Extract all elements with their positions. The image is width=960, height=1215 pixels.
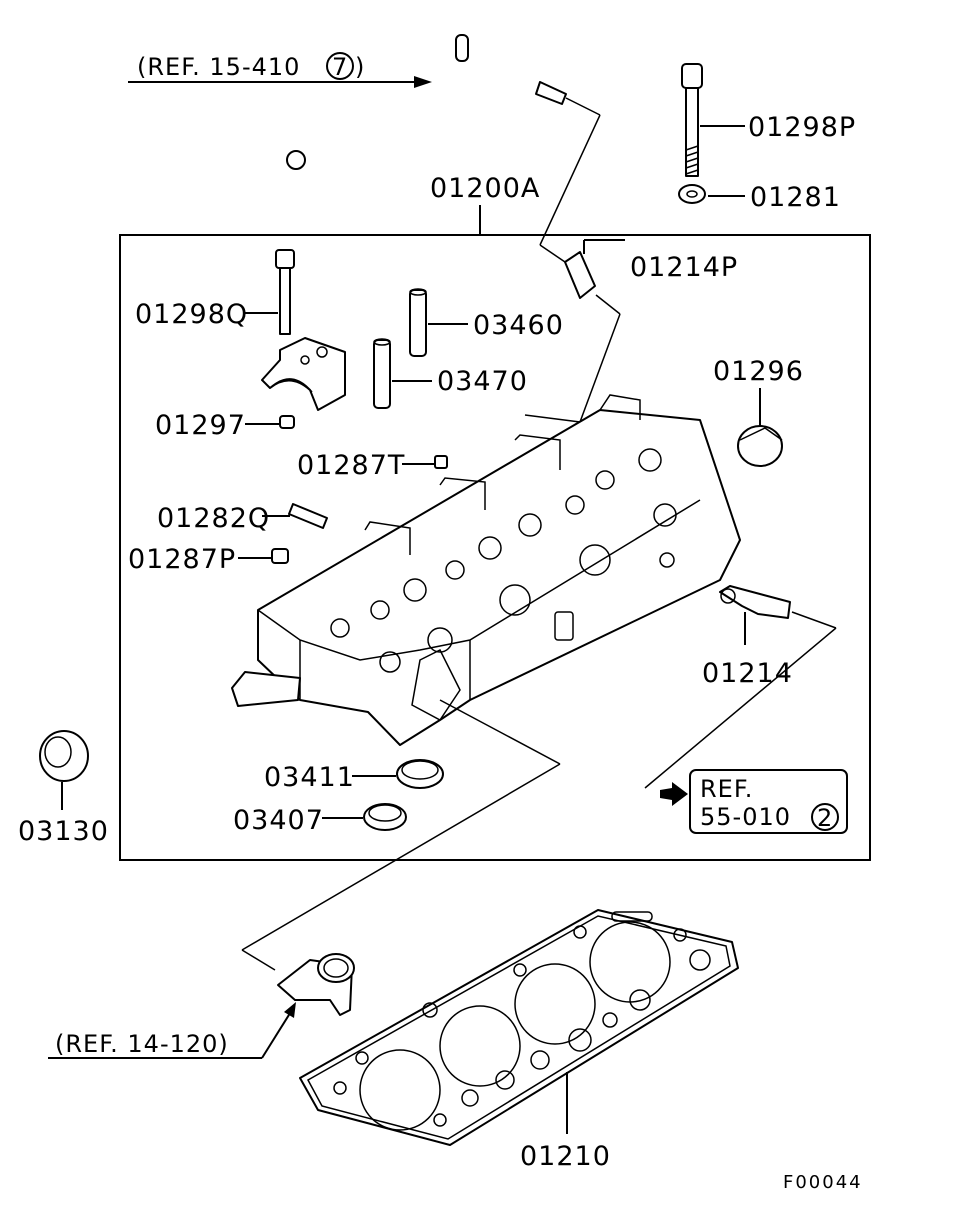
fuel-pipe-drawing	[286, 34, 601, 263]
ref-thermostat-arrow-line	[261, 1009, 293, 1059]
ref-fuel-pipe-number: 7	[332, 53, 348, 81]
thermostat-leader-2	[241, 763, 561, 951]
ref-thermostat-callout[interactable]: (REF. 14-120)	[48, 1002, 296, 1059]
label-01287P: 01287P	[128, 544, 236, 575]
part-01298Q[interactable]: 01298Q	[135, 249, 295, 335]
ref-fuel-pipe-callout[interactable]: (REF. 15-410 7 )	[128, 52, 432, 88]
ref-fuel-pipe-arrowhead	[414, 76, 432, 88]
part-01281[interactable]: 01281	[678, 182, 841, 213]
part-01296[interactable]: 01296	[713, 356, 804, 467]
label-01298Q: 01298Q	[135, 299, 248, 330]
ref-box-line2: 55-010	[700, 803, 791, 831]
part-01298P[interactable]: 01298P	[681, 63, 856, 177]
label-03407: 03407	[233, 805, 324, 836]
ref-box-arrow-icon	[660, 782, 688, 806]
ref-thermostat-text: (REF. 14-120)	[55, 1030, 229, 1058]
label-03470: 03470	[437, 366, 528, 397]
part-03130[interactable]: 03130	[18, 730, 109, 847]
ref-fuel-pipe-paren: )	[355, 53, 365, 81]
label-01297: 01297	[155, 410, 246, 441]
label-03411: 03411	[264, 762, 355, 793]
ref-box-circle	[811, 803, 839, 831]
label-01210: 01210	[520, 1141, 611, 1172]
part-03460[interactable]: 03460	[409, 288, 564, 357]
part-01210[interactable]: 01210	[299, 909, 739, 1172]
assembly-label[interactable]: 01200A	[430, 173, 540, 204]
thermostat-housing	[277, 953, 355, 1016]
label-01298P: 01298P	[748, 112, 856, 143]
part-01287P[interactable]: 01287P	[128, 544, 289, 575]
ref-55-010-callout[interactable]: REF. 55-010 2	[660, 769, 848, 834]
ref-thermostat-arrowhead	[284, 1002, 296, 1018]
thermostat-leader-1	[439, 699, 561, 765]
part-01297[interactable]: 01297	[155, 410, 295, 441]
figure-code: F00044	[783, 1172, 863, 1193]
part-03470[interactable]: 03470	[373, 338, 528, 409]
part-01287T[interactable]: 01287T	[297, 450, 448, 481]
label-01282Q: 01282Q	[157, 503, 270, 534]
bearing-cap[interactable]	[261, 337, 346, 411]
ref-fuel-pipe-text: (REF. 15-410	[137, 53, 300, 81]
cylinder-head[interactable]	[231, 394, 741, 746]
part-01214P[interactable]: 01214P	[524, 239, 738, 423]
label-01287T: 01287T	[297, 450, 405, 481]
ref-box-line1: REF.	[700, 775, 753, 803]
label-01214P: 01214P	[630, 252, 738, 283]
part-03411[interactable]: 03411	[264, 759, 444, 793]
thermostat-leader-3	[241, 949, 276, 971]
ref-box-number: 2	[817, 804, 833, 832]
label-03460: 03460	[473, 310, 564, 341]
part-03407[interactable]: 03407	[233, 803, 407, 836]
ref-fuel-pipe-circle	[326, 52, 354, 80]
label-01281: 01281	[750, 182, 841, 213]
part-01282Q[interactable]: 01282Q	[157, 503, 328, 534]
label-03130: 03130	[18, 816, 109, 847]
ref-box-frame	[689, 769, 848, 834]
assembly-frame	[119, 234, 871, 861]
label-01296: 01296	[713, 356, 804, 387]
part-01214[interactable]: 01214	[644, 585, 837, 789]
label-01214: 01214	[702, 658, 793, 689]
